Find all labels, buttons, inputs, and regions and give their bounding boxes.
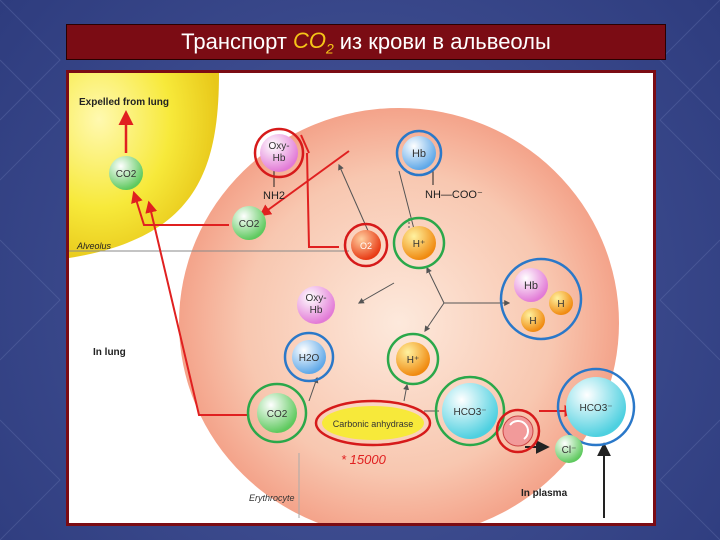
svg-text:HCO3⁻: HCO3⁻ bbox=[579, 403, 612, 414]
title-prefix: Транспорт bbox=[181, 29, 287, 55]
erythrocyte-cell bbox=[179, 108, 619, 523]
cl-ion: Cl⁻ bbox=[555, 435, 583, 463]
h2o-molecule: H2O bbox=[285, 333, 333, 381]
svg-text:H: H bbox=[557, 299, 564, 310]
hco3-inner-molecule: HCO3⁻ bbox=[436, 377, 504, 445]
svg-text:CO2: CO2 bbox=[239, 219, 260, 230]
svg-text:Cl⁻: Cl⁻ bbox=[562, 445, 577, 456]
hco3-outer-molecule: HCO3⁻ bbox=[558, 369, 634, 445]
oxyhb-mid-molecule: Oxy- Hb bbox=[297, 286, 335, 324]
svg-text:HCO3⁻: HCO3⁻ bbox=[453, 407, 486, 418]
expelled-label: Expelled from lung bbox=[79, 97, 169, 108]
svg-text:H⁺: H⁺ bbox=[413, 239, 426, 250]
svg-text:Hb: Hb bbox=[412, 148, 426, 160]
svg-text:Hb: Hb bbox=[524, 280, 538, 292]
slide-title: Транспорт CO2 из крови в альвеолы bbox=[66, 24, 666, 60]
svg-text:CO2: CO2 bbox=[116, 169, 137, 180]
in-lung-label: In lung bbox=[93, 347, 126, 358]
svg-text:CO2: CO2 bbox=[267, 409, 288, 420]
alveolus-label: Alveolus bbox=[76, 241, 112, 251]
exchanger-channel bbox=[497, 410, 539, 452]
nh2-label: NH2 bbox=[263, 190, 285, 202]
oxyhb-top-molecule: Oxy- Hb bbox=[255, 129, 303, 177]
multiplier-label: * 15000 bbox=[341, 452, 387, 467]
diagram-frame: Expelled from lung Alveolus In lung Eryt… bbox=[66, 70, 656, 526]
title-co2: CO2 bbox=[293, 28, 334, 56]
nh-coo-label: NH—COO⁻ bbox=[425, 189, 483, 201]
svg-text:O2: O2 bbox=[360, 241, 372, 251]
carbonic-anhydrase-enzyme: Carbonic anhydrase bbox=[316, 401, 430, 445]
o2-molecule: O2 bbox=[345, 224, 387, 266]
in-plasma-label: In plasma bbox=[521, 488, 568, 499]
svg-text:Oxy-: Oxy- bbox=[268, 141, 289, 152]
co2-transport-diagram: Expelled from lung Alveolus In lung Eryt… bbox=[69, 73, 653, 523]
svg-text:Carbonic anhydrase: Carbonic anhydrase bbox=[333, 419, 414, 429]
svg-text:H2O: H2O bbox=[299, 353, 320, 364]
svg-text:Hb: Hb bbox=[273, 153, 286, 164]
co2-alveolus-molecule: CO2 bbox=[109, 156, 143, 190]
svg-text:H: H bbox=[529, 316, 536, 327]
svg-text:H⁺: H⁺ bbox=[407, 355, 420, 366]
title-suffix: из крови в альвеолы bbox=[340, 29, 551, 55]
co2-mid-molecule: CO2 bbox=[232, 206, 266, 240]
svg-text:Oxy-: Oxy- bbox=[305, 293, 326, 304]
erythrocyte-label: Erythrocyte bbox=[249, 493, 295, 503]
hb-top-molecule: Hb bbox=[397, 131, 441, 175]
svg-text:Hb: Hb bbox=[310, 305, 323, 316]
